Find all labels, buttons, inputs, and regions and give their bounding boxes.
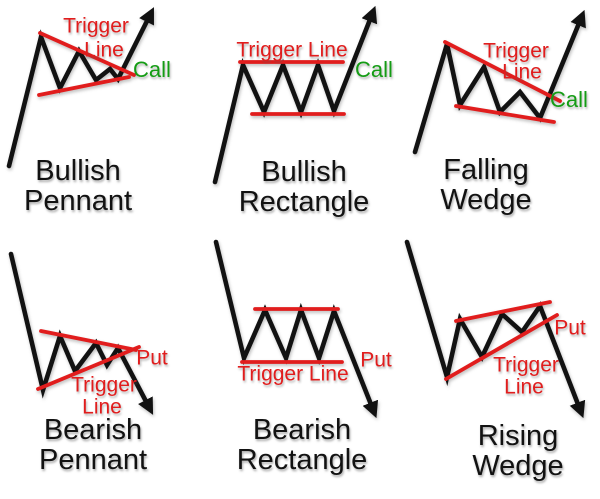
falling-wedge-title-line2: Wedge — [440, 184, 532, 216]
rising-wedge-trigger-label-word2: Line — [504, 375, 544, 399]
bearish-pennant-figure — [8, 251, 154, 415]
bullish-rectangle-trigger-label: Trigger Line — [236, 38, 348, 62]
falling-wedge-signal-label: Call — [550, 87, 588, 112]
bullish-rectangle-signal-label: Call — [355, 57, 393, 82]
rising-wedge-resistance-line-upper — [454, 300, 552, 323]
bearish-rectangle-figure — [213, 239, 379, 419]
falling-wedge-trigger-line-upper — [443, 40, 562, 103]
falling-wedge-title-line1: Falling — [443, 154, 529, 186]
bullish-pennant-signal-label: Call — [133, 57, 171, 82]
falling-wedge-support-line-lower — [454, 104, 556, 124]
rising-wedge-title-line1: Rising — [477, 420, 559, 452]
bullish-pennant-price-path — [6, 7, 154, 169]
bearish-pennant-trigger-line-lower — [36, 345, 141, 391]
bullish-rectangle-figure — [212, 5, 378, 185]
bullish-rectangle-title: Bullish Rectangle — [239, 157, 370, 217]
bearish-rectangle-price-path — [213, 239, 379, 419]
bearish-rectangle-title-line2: Rectangle — [236, 444, 368, 476]
bearish-pennant-resistance-line-upper — [39, 329, 138, 352]
falling-wedge-trigger-label-word1: Trigger — [483, 39, 549, 63]
bearish-pennant-price-path — [8, 251, 154, 415]
falling-wedge-trigger-label-word2: Line — [502, 60, 542, 84]
bearish-pennant-title-line2: Pennant — [38, 444, 148, 476]
bullish-pennant-support-line-lower — [37, 75, 131, 97]
rising-wedge-title: Rising Wedge — [472, 421, 563, 481]
bullish-rectangle-title-line2: Rectangle — [238, 186, 370, 218]
bullish-pennant-trigger-label-word1: Trigger — [63, 14, 129, 38]
bearish-rectangle-trigger-label: Trigger Line — [237, 362, 349, 386]
bearish-pennant-trigger-label-word1: Trigger — [71, 373, 137, 397]
rising-wedge-title-line2: Wedge — [472, 450, 564, 482]
bearish-rectangle-title: Bearish Rectangle — [237, 415, 368, 475]
rising-wedge-trigger-line-lower — [444, 313, 559, 381]
bullish-pennant-figure — [6, 7, 154, 169]
bearish-rectangle-title-line1: Bearish — [252, 414, 352, 446]
bullish-pennant-trigger-line-upper — [38, 31, 136, 77]
falling-wedge-title: Falling Wedge — [440, 155, 531, 215]
rising-wedge-price-path — [404, 239, 586, 419]
bullish-rectangle-price-path — [212, 5, 378, 185]
bearish-pennant-title: Bearish Pennant — [39, 415, 147, 475]
rising-wedge-figure — [404, 239, 586, 419]
bullish-pennant-title-line1: Bullish — [35, 155, 121, 187]
bullish-pennant-trigger-label-word2: Line — [84, 38, 124, 62]
bearish-pennant-title-line1: Bearish — [43, 414, 143, 446]
bullish-rectangle-title-line1: Bullish — [261, 156, 347, 188]
bearish-pennant-trigger-label-word2: Line — [82, 395, 122, 419]
falling-wedge-price-path — [412, 9, 586, 155]
bearish-rectangle-signal-label: Put — [360, 348, 392, 372]
falling-wedge-figure — [412, 9, 586, 155]
bullish-pennant-title-line2: Pennant — [23, 185, 133, 217]
rising-wedge-signal-label: Put — [554, 316, 586, 340]
bullish-pennant-title: Bullish Pennant — [24, 156, 132, 216]
rising-wedge-trigger-label-word1: Trigger — [493, 353, 559, 377]
bearish-pennant-signal-label: Put — [136, 346, 168, 370]
